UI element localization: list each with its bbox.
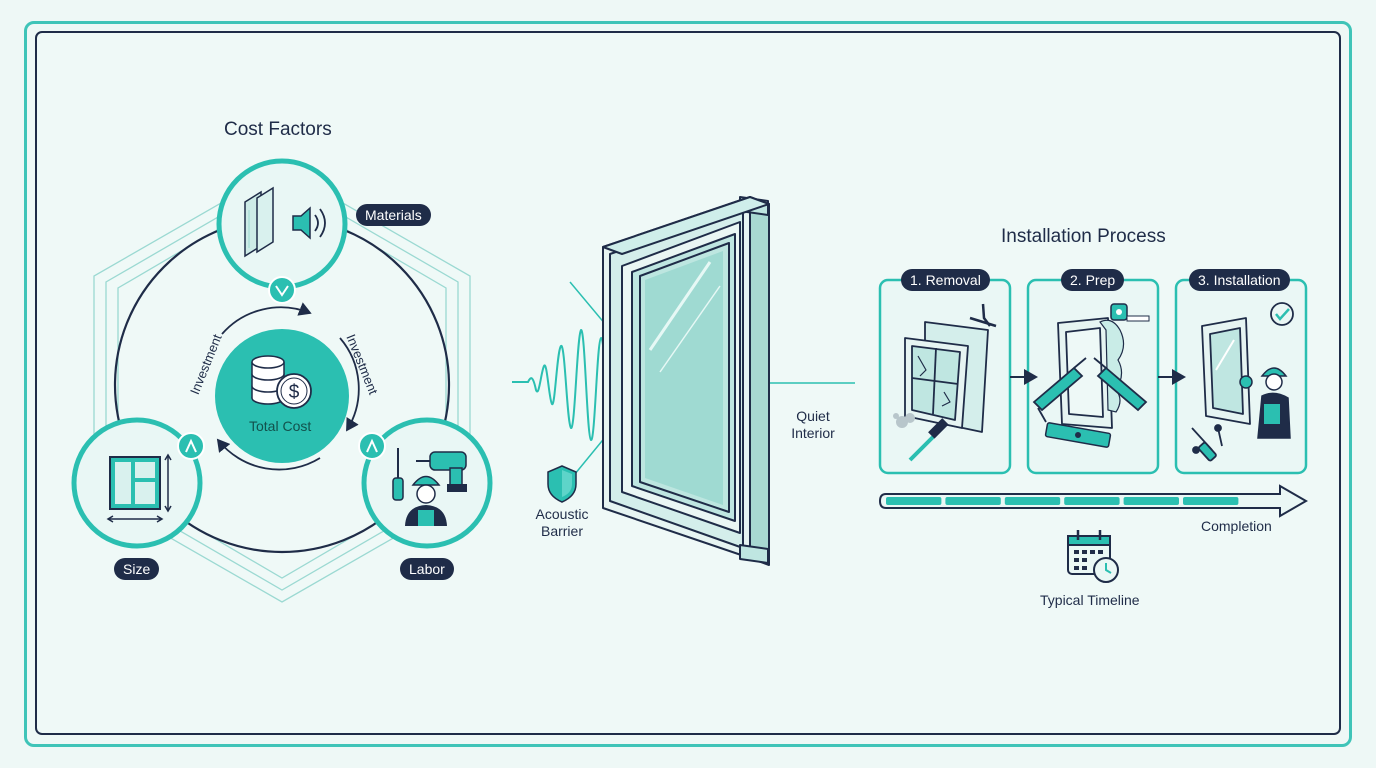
acoustic-barrier-line2: Barrier [540,523,583,539]
hammer-icon [908,418,949,462]
chevron-icon [185,438,197,453]
tape-measure-icon [1110,303,1150,322]
foam-icon [1099,319,1125,413]
progress-segment [1004,497,1061,505]
total-cost-label: Total Cost [249,418,312,434]
calendar-clock-icon [1067,530,1119,583]
dust-icon [893,413,915,428]
progress-segment [886,497,942,505]
progress-segment [1183,497,1239,505]
cycle-label-right: Investment [343,332,381,397]
power-drill-icon [416,451,467,492]
window-size-icon [106,453,172,523]
progress-fill [886,497,1239,505]
broken-window-icon [904,321,989,433]
labor-node [358,417,493,549]
step-pill-installation: 3. Installation [1189,269,1290,291]
coin-stack-icon [251,355,285,405]
outer-frame [24,21,1352,747]
materials-node [216,158,348,304]
step-pill-prep: 2. Prep [1061,269,1125,291]
dollar-coin-icon: $ [276,373,312,409]
installation-title: Installation Process [1001,226,1166,247]
step-pill-removal: 1. Removal [901,269,990,291]
sound-waves-icon [292,206,326,240]
progress-bar [878,484,1309,518]
screws-icon [1191,424,1223,462]
completion-label: Completion [1201,518,1272,534]
background-hexagons [93,167,471,603]
size-node [71,417,205,549]
pry-bar-icon [969,303,997,328]
glass-panes-icon [244,186,274,258]
quiet-interior-label: Quiet Interior [782,408,844,442]
investment-cycle-arrows [216,302,360,471]
caulk-gun-icon [1032,357,1148,423]
progress-segment [1123,497,1179,505]
materials-pill: Materials [356,204,431,226]
installer-worker-icon [1239,367,1291,439]
progress-segment [945,497,1001,505]
quiet-interior-line2: Interior [791,425,835,441]
shield-icon [547,465,577,503]
quiet-interior-line1: Quiet [796,408,830,424]
worker-icon [405,475,447,526]
acoustic-barrier-line1: Acoustic [535,506,589,522]
level-icon [1044,422,1112,448]
total-cost-node: $ [215,329,349,463]
size-pill: Size [114,558,160,580]
window-illustration [602,196,770,566]
svg-text:$: $ [289,382,300,403]
cost-factors-title: Cost Factors [224,119,332,140]
screwdriver-icon [392,448,404,501]
chevron-icon [366,438,378,453]
acoustic-barrier-label: Acoustic Barrier [528,506,596,540]
chevron-down-icon [275,285,289,297]
progress-segment [1064,497,1120,505]
labor-pill: Labor [400,558,454,580]
timeline-label: Typical Timeline [1040,592,1140,608]
installed-window-icon [1201,317,1251,425]
checkmark-circle-icon [1270,302,1294,326]
